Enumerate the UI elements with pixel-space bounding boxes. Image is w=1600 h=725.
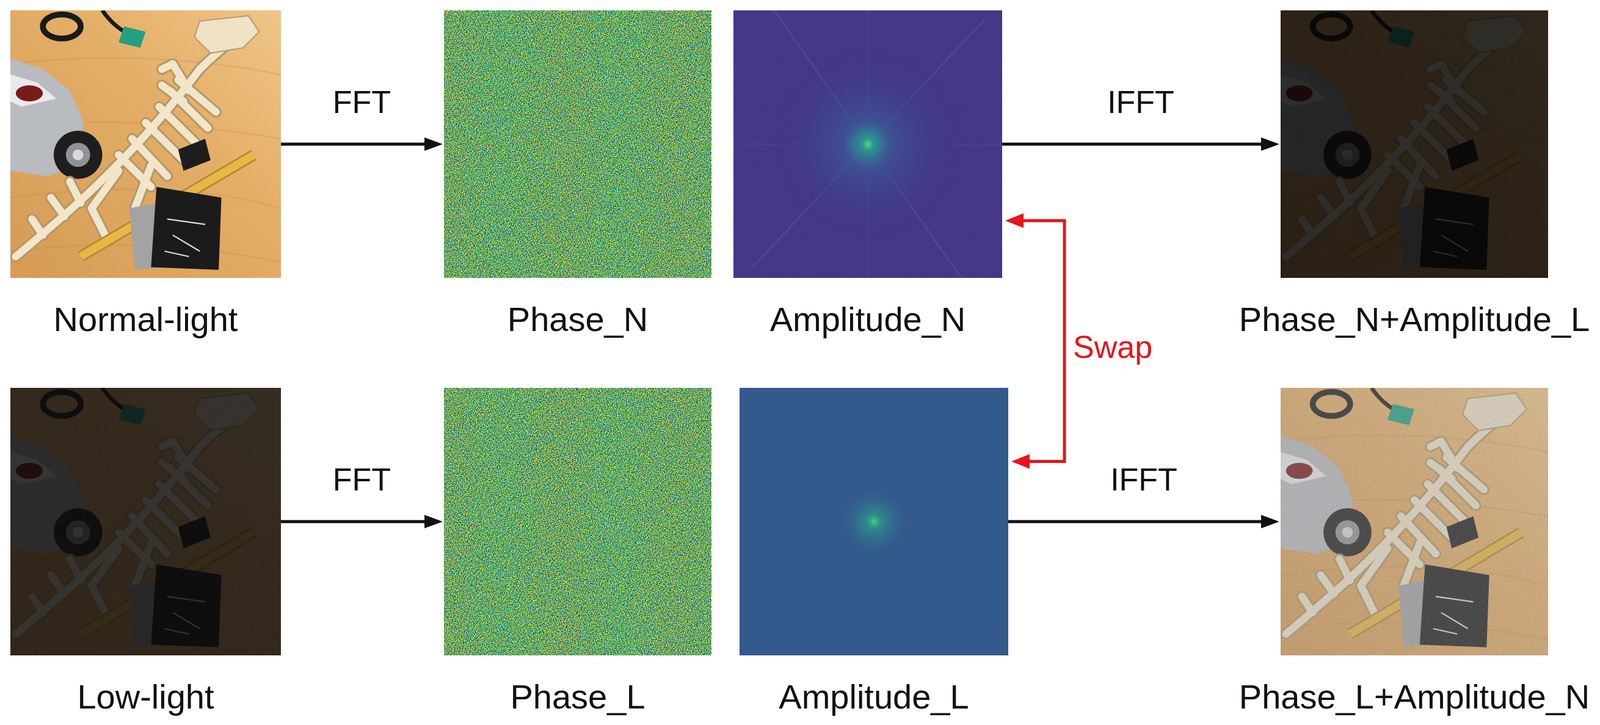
connector-line	[1018, 220, 1065, 462]
grain	[1280, 10, 1549, 278]
connector	[280, 514, 443, 529]
swapped-bright-photo	[1280, 387, 1549, 656]
connector-line	[280, 142, 430, 146]
grain	[10, 387, 281, 656]
arrow-head	[424, 514, 443, 529]
arrow-head	[1011, 453, 1030, 469]
connector-line	[1008, 520, 1267, 524]
darkening	[10, 387, 281, 656]
panel-caption: Amplitude_N	[770, 299, 967, 339]
edge-label: IFFT	[1107, 83, 1175, 121]
arrow-head	[424, 137, 443, 151]
arrow-head	[1005, 213, 1024, 228]
swapped-dark-photo	[1280, 10, 1549, 278]
image-panel: Amplitude_N	[733, 10, 1003, 278]
amplitude-map	[733, 10, 1003, 278]
spectrum-streaks	[751, 10, 985, 278]
panel-caption: Phase_N	[507, 299, 648, 339]
amplitude-texture	[733, 10, 1003, 278]
edge-label: IFFT	[1110, 461, 1178, 498]
edge-label: FFT	[332, 83, 391, 121]
panel-caption: Low-light	[76, 677, 214, 717]
connector-line	[280, 520, 430, 524]
spectrum-center	[837, 484, 911, 559]
image-panel: Amplitude_L	[739, 387, 1009, 656]
image-panel: Phase_L	[443, 387, 712, 656]
phase-map	[443, 387, 712, 656]
image-panel: Normal-light	[10, 10, 281, 278]
panel-caption: Phase_L+Amplitude_N	[1239, 677, 1590, 717]
normal-light-photo	[10, 10, 281, 278]
connector	[280, 137, 443, 151]
low-light-photo	[10, 387, 281, 656]
edge-label: Swap	[1072, 328, 1153, 366]
image-panel: Phase_N	[443, 10, 712, 278]
image-panel: Phase_N+Amplitude_L	[1280, 10, 1549, 278]
spectrum-center	[770, 46, 966, 242]
panel-caption: Phase_N+Amplitude_L	[1239, 299, 1590, 339]
panel-caption: Normal-light	[53, 299, 239, 339]
connector-line	[1002, 142, 1267, 146]
panel-caption: Amplitude_L	[778, 677, 969, 717]
spectrum-axes	[733, 10, 1003, 278]
image-panel: Phase_L+Amplitude_N	[1280, 387, 1549, 656]
brightening	[1280, 387, 1549, 656]
arrow-head	[1261, 514, 1280, 529]
connector	[1005, 213, 1065, 469]
amplitude-map	[739, 387, 1009, 656]
phase-map	[443, 10, 712, 278]
panel-caption: Phase_L	[509, 677, 645, 717]
noise	[1280, 387, 1549, 656]
connector	[1008, 514, 1280, 529]
arrow-head	[1261, 137, 1280, 151]
edge-label: FFT	[332, 461, 391, 498]
image-panel: Low-light	[10, 387, 281, 656]
darkening	[1280, 10, 1549, 278]
connector	[1002, 137, 1280, 151]
